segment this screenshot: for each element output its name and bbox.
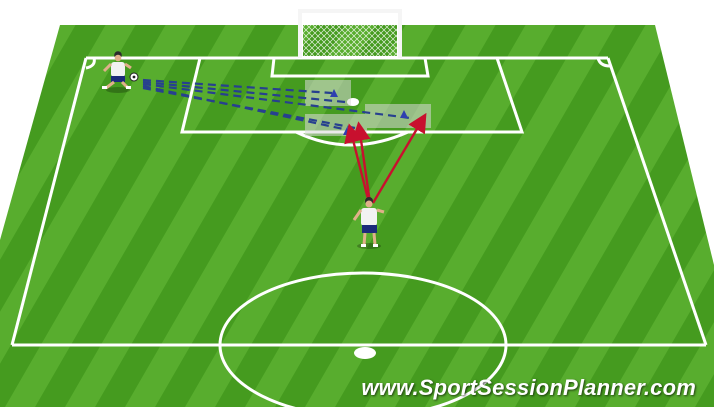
player-icon — [102, 51, 132, 93]
watermark: www.SportSessionPlanner.com — [361, 375, 696, 400]
cross-lines — [142, 78, 411, 132]
left-touchline — [10, 57, 88, 346]
penalty-arc — [295, 130, 409, 147]
corner-arc-right — [596, 57, 611, 68]
run-arrows — [344, 112, 427, 204]
center-circle — [218, 271, 508, 407]
corner-arc-left — [85, 57, 96, 70]
goal-area — [270, 57, 430, 78]
goal-icon — [298, 9, 402, 58]
right-touchline — [606, 57, 708, 346]
zone-far-post — [365, 104, 431, 128]
pitch-lines — [10, 56, 708, 407]
ball-icon — [129, 72, 139, 82]
player-icon — [352, 197, 385, 249]
center-spot — [354, 347, 376, 359]
